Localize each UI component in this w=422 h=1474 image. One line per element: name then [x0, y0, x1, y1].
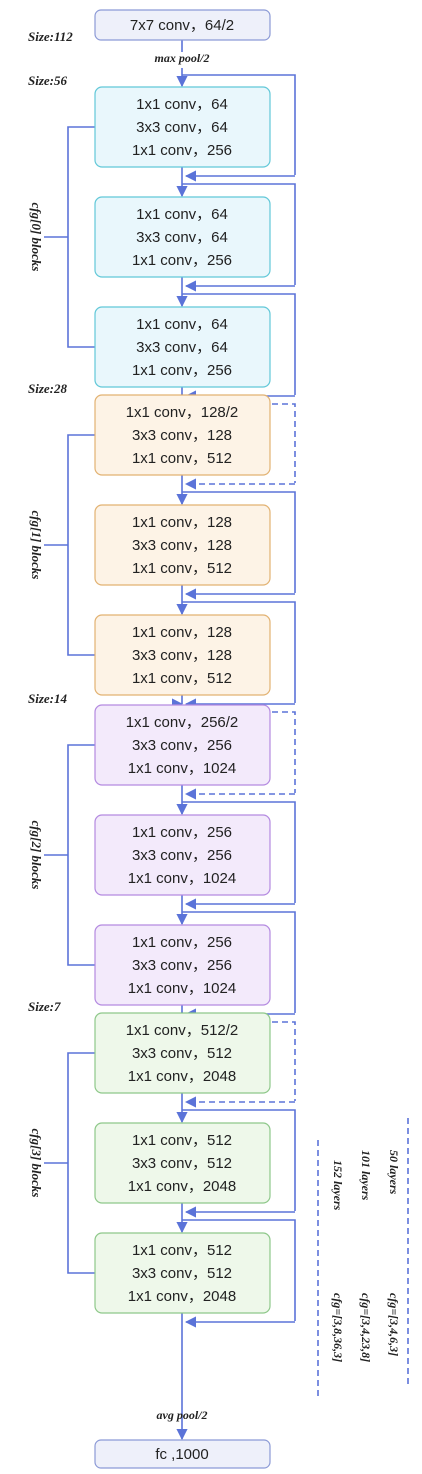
skip-connection-2 — [182, 293, 296, 395]
stage-0-block-0-line-2: 1x1 conv，256 — [132, 142, 232, 159]
stage-0-block-2-line-2: 1x1 conv，256 — [132, 362, 232, 379]
stage-3-size-label: Size:7 — [28, 999, 61, 1014]
stage-3-block-0-line-1: 3x3 conv，512 — [132, 1045, 232, 1062]
stage-3-block-1-line-2: 1x1 conv，2048 — [128, 1178, 236, 1195]
skip-connection-0 — [182, 74, 296, 175]
avg-pool-label: avg pool/2 — [157, 1408, 208, 1422]
stage-3-block-0-line-2: 1x1 conv，2048 — [128, 1068, 236, 1085]
stage-0-block-2 — [94, 306, 271, 388]
stage-1-block-0-line-0: 1x1 conv，128/2 — [126, 404, 239, 421]
stage-3-block-2 — [94, 1232, 271, 1314]
stage-3-block-1-line-0: 1x1 conv，512 — [132, 1132, 232, 1149]
stage-0-block-1-line-1: 3x3 conv，64 — [136, 229, 228, 246]
stage-2-block-2-line-0: 1x1 conv，256 — [132, 934, 232, 951]
stage-2-block-2-line-2: 1x1 conv，1024 — [128, 980, 236, 997]
legend-0-layers: 50 layers — [387, 1150, 401, 1195]
stage-2-block-1-line-0: 1x1 conv，256 — [132, 824, 232, 841]
legend-2-layers: 152 layers — [331, 1160, 345, 1211]
stage-0-size-label: Size:56 — [28, 73, 68, 88]
stage-1-block-0-line-1: 3x3 conv，128 — [132, 427, 232, 444]
stage-0-block-0 — [94, 86, 271, 168]
stem-conv-label: 7x7 conv，64/2 — [130, 17, 234, 34]
blocks-layer — [94, 9, 271, 1469]
stage-3-block-2-line-2: 1x1 conv，2048 — [128, 1288, 236, 1305]
stem-conv-box — [94, 9, 271, 41]
stage-2-block-1-line-2: 1x1 conv，1024 — [128, 870, 236, 887]
fc-label: fc ,1000 — [155, 1446, 208, 1463]
stage-0-block-0-line-0: 1x1 conv，64 — [136, 96, 228, 113]
stage-3-block-2-line-1: 3x3 conv，512 — [132, 1265, 232, 1282]
stage-1-block-2-line-2: 1x1 conv，512 — [132, 670, 232, 687]
connector-lines — [44, 40, 409, 1441]
stage-2-block-1-line-1: 3x3 conv，256 — [132, 847, 232, 864]
stage-3-block-0-line-0: 1x1 conv，512/2 — [126, 1022, 239, 1039]
stage-3-block-2-line-0: 1x1 conv，512 — [132, 1242, 232, 1259]
stage-0-block-0-line-1: 3x3 conv，64 — [136, 119, 228, 136]
stage-2-block-0-line-2: 1x1 conv，1024 — [128, 760, 236, 777]
stage-3-block-1 — [94, 1122, 271, 1204]
stage-0-block-2-line-1: 3x3 conv，64 — [136, 339, 228, 356]
stage-1-block-1-line-1: 3x3 conv，128 — [132, 537, 232, 554]
skip-connection-3 — [182, 403, 296, 483]
stage-0-block-1-line-2: 1x1 conv，256 — [132, 252, 232, 269]
stage-3-block-1-line-1: 3x3 conv，512 — [132, 1155, 232, 1172]
stage-2-size-label: Size:14 — [28, 691, 68, 706]
skip-connection-6 — [182, 711, 296, 793]
stage-1-block-0 — [94, 394, 271, 476]
stage-0-block-1-line-0: 1x1 conv，64 — [136, 206, 228, 223]
size-112-label: Size:112 — [28, 29, 73, 44]
stage-1-block-2 — [94, 614, 271, 696]
stage-0-block-2-line-0: 1x1 conv，64 — [136, 316, 228, 333]
legend-1-cfg: cfg=[3,4,23,8] — [359, 1293, 373, 1362]
stage-3-block-0 — [94, 1012, 271, 1094]
stage-3-group-label: cfg[3] blocks — [29, 1129, 44, 1198]
stage-2-block-0 — [94, 704, 271, 786]
stage-2-group-label: cfg[2] blocks — [29, 821, 44, 890]
skip-connection-7 — [182, 801, 296, 903]
stage-2-block-0-line-1: 3x3 conv，256 — [132, 737, 232, 754]
max-pool-label: max pool/2 — [154, 51, 209, 65]
stage-2-group-bracket — [67, 744, 95, 966]
stage-3-group-bracket — [67, 1052, 95, 1274]
skip-connection-1 — [182, 183, 296, 285]
legend-2-cfg: cfg=[3,8,36,3] — [331, 1293, 345, 1362]
stage-2-block-2 — [94, 924, 271, 1006]
skip-connection-4 — [182, 491, 296, 593]
stage-1-block-2-line-0: 1x1 conv，128 — [132, 624, 232, 641]
skip-connection-10 — [182, 1109, 296, 1211]
stage-0-group-bracket — [67, 126, 95, 348]
skip-connection-11 — [182, 1219, 296, 1321]
stage-1-block-1 — [94, 504, 271, 586]
stage-2-block-2-line-1: 3x3 conv，256 — [132, 957, 232, 974]
stage-1-block-2-line-1: 3x3 conv，128 — [132, 647, 232, 664]
legend-1-layers: 101 layers — [359, 1150, 373, 1201]
stage-1-group-label: cfg[1] blocks — [29, 511, 44, 580]
legend-0-cfg: cfg=[3,4,6,3] — [387, 1293, 401, 1356]
stage-2-block-0-line-0: 1x1 conv，256/2 — [126, 714, 239, 731]
stage-1-block-1-line-0: 1x1 conv，128 — [132, 514, 232, 531]
stage-0-group-label: cfg[0] blocks — [29, 203, 44, 272]
skip-connection-5 — [182, 601, 296, 703]
skip-connection-9 — [182, 1021, 296, 1101]
stage-1-block-1-line-2: 1x1 conv，512 — [132, 560, 232, 577]
stage-0-block-1 — [94, 196, 271, 278]
skip-connection-8 — [182, 911, 296, 1013]
fc-box — [94, 1439, 271, 1469]
stage-1-group-bracket — [67, 434, 95, 656]
stage-1-size-label: Size:28 — [28, 381, 68, 396]
stage-2-block-1 — [94, 814, 271, 896]
stage-1-block-0-line-2: 1x1 conv，512 — [132, 450, 232, 467]
